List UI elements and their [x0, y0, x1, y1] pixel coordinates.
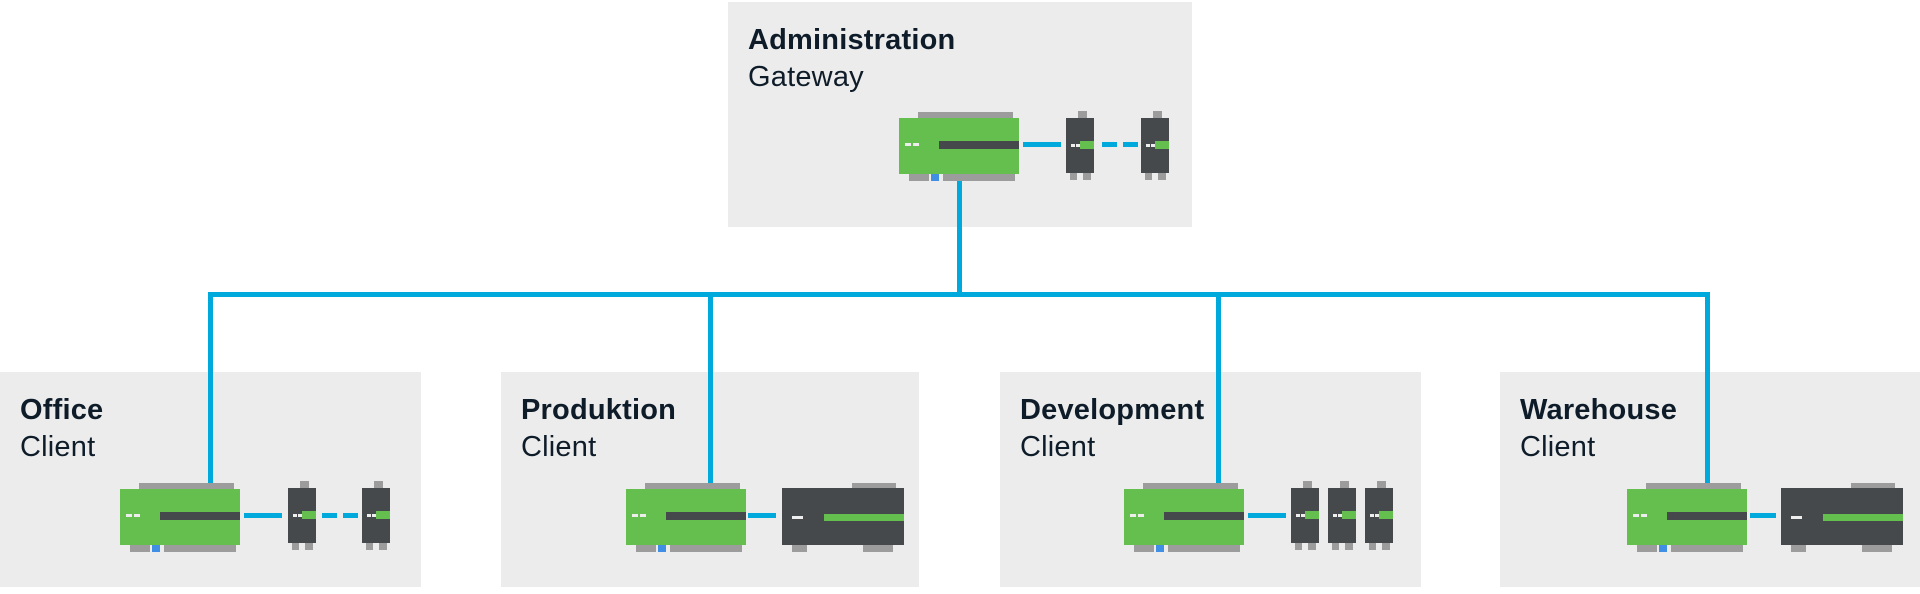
industrial-pc-icon [1781, 483, 1903, 552]
node-label: Produktion Client [521, 392, 676, 466]
node-development: Development Client [1000, 372, 1421, 587]
node-role: Gateway [748, 61, 864, 93]
wireless-link [1102, 142, 1138, 147]
warehouse-drop-line [1705, 296, 1710, 485]
io-module-icon [362, 481, 390, 551]
io-module-icon [1328, 481, 1356, 551]
produktion-drop-line [708, 296, 713, 485]
controller-icon [899, 112, 1019, 181]
controller-icon [626, 483, 746, 552]
node-title: Administration [748, 24, 956, 56]
io-module-icon [1066, 111, 1094, 181]
node-label: Development Client [1020, 392, 1204, 466]
node-label: Administration Gateway [748, 22, 955, 96]
io-module-icon [1365, 481, 1393, 551]
development-drop-line [1216, 296, 1221, 485]
node-role: Client [1520, 431, 1596, 463]
io-module-icon [288, 481, 316, 551]
ethernet-link [1750, 513, 1776, 518]
controller-icon [1627, 483, 1747, 552]
node-title: Produktion [521, 394, 677, 426]
node-title: Warehouse [1520, 394, 1678, 426]
node-label: Warehouse Client [1520, 392, 1677, 466]
gateway-drop-line [957, 178, 962, 294]
ethernet-link [1023, 142, 1061, 147]
node-role: Client [1020, 431, 1096, 463]
node-title: Office [20, 394, 104, 426]
io-module-icon [1141, 111, 1169, 181]
node-warehouse: Warehouse Client [1500, 372, 1920, 587]
industrial-pc-icon [782, 483, 904, 552]
node-role: Client [20, 431, 96, 463]
office-drop-line [208, 296, 213, 485]
node-title: Development [1020, 394, 1205, 426]
node-label: Office Client [20, 392, 103, 466]
ethernet-link [748, 513, 776, 518]
controller-icon [1124, 483, 1244, 552]
backbone-line [208, 292, 1710, 297]
node-role: Client [521, 431, 597, 463]
io-module-icon [1291, 481, 1319, 551]
wireless-link [322, 513, 358, 518]
controller-icon [120, 483, 240, 552]
ethernet-link [244, 513, 282, 518]
ethernet-link [1248, 513, 1286, 518]
